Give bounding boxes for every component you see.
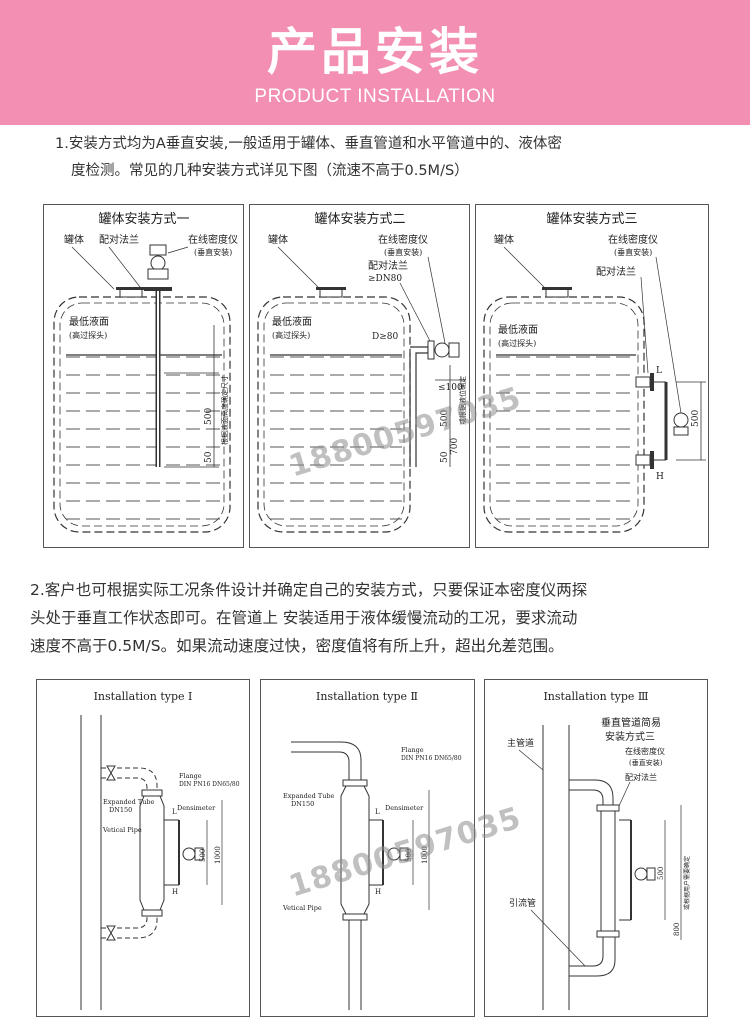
pipe2-label-expanded: Expanded Tube xyxy=(283,792,335,800)
tank3-label-meter: 在线密度仪 xyxy=(608,233,658,246)
intro-paragraph: 1.安装方式均为A垂直安装,一般适用于罐体、垂直管道和水平管道中的、液体密 度检… xyxy=(55,131,705,185)
pipe1-title: Installation type Ⅰ xyxy=(94,690,193,703)
page-subtitle: PRODUCT INSTALLATION xyxy=(254,86,496,107)
tank1-dim-500: 500 xyxy=(204,408,214,425)
pipe2-mark-h: H xyxy=(375,888,381,896)
tank2-label-d: D≥80 xyxy=(372,332,398,342)
pipe3-label-meter-note: (垂直安装) xyxy=(629,758,663,767)
tank2-dim-500: 500 xyxy=(440,410,450,427)
tank3-label-flange: 配对法兰 xyxy=(596,265,636,278)
pipe2-title: Installation type Ⅱ xyxy=(316,690,418,703)
tank2-label-meter: 在线密度仪 xyxy=(378,233,428,246)
pipe2-label-densimeter: Densimeter xyxy=(385,804,424,812)
pipe2-label-flange-std: DIN PN16 DN65/80 xyxy=(401,755,462,762)
pipe-diagram-2: Installation type Ⅱ 500 1000 L H Flange … xyxy=(260,679,475,1017)
tank3-label-tank: 罐体 xyxy=(494,233,514,246)
tank3-mark-h: H xyxy=(656,472,664,482)
pipe2-label-flange: Flange xyxy=(401,746,424,754)
tank3-label-level-note: (高过探头) xyxy=(498,338,536,348)
tank2-label-level-note: (高过探头) xyxy=(272,330,310,340)
pipe3-label-meter: 在线密度仪 xyxy=(625,746,665,756)
pipe1-label-densimeter: Densimeter xyxy=(177,804,216,812)
tank-diagram-2: 罐体安装方式二 ≤100 500 700 50 或根据液位确定 罐体 在线密度仪… xyxy=(249,204,470,548)
tank1-title: 罐体安装方式一 xyxy=(98,211,189,227)
tank2-label-level: 最低液面 xyxy=(272,315,312,328)
pipe3-dim-500: 500 xyxy=(657,867,665,880)
intro-line-1: 1.安装方式均为A垂直安装,一般适用于罐体、垂直管道和水平管道中的、液体密 xyxy=(55,136,562,152)
tank1-side-note: 根据液面高度确定尺寸 xyxy=(220,375,229,445)
tank3-title: 罐体安装方式三 xyxy=(546,211,637,227)
pipe3-subtitle-2: 安装方式三 xyxy=(605,730,655,743)
tank1-dim-50: 50 xyxy=(204,451,214,463)
pipe2-mark-l: L xyxy=(375,808,380,816)
pipe1-dim-500: 500 xyxy=(199,849,207,862)
tank2-dim-100: ≤100 xyxy=(438,383,463,393)
tank2-label-dn: ≥DN80 xyxy=(368,274,402,284)
tank2-label-flange: 配对法兰 xyxy=(368,259,408,272)
pipe1-label-vertical: Vetical Pipe xyxy=(102,826,142,834)
tank3-dim-500: 500 xyxy=(691,410,701,427)
note-line-2: 头处于垂直工作状态即可。在管道上 安装适用于液体缓慢流动的工况，要求流动 xyxy=(30,609,578,627)
tank2-dim-50: 50 xyxy=(440,451,450,463)
note-paragraph: 2.客户也可根据实际工况条件设计并确定自己的安装方式，只要保证本密度仪两探 头处… xyxy=(30,576,725,660)
tank2-label-meter-note: (垂直安装) xyxy=(384,247,422,257)
pipe1-label-flange: Flange xyxy=(179,772,202,780)
pipe3-dim-800: 800 xyxy=(673,923,681,936)
tank1-label-flange: 配对法兰 xyxy=(99,233,139,246)
pipe2-dim-1000: 1000 xyxy=(421,846,429,864)
pipe3-label-bypass: 引流管 xyxy=(509,897,536,909)
tank-diagram-1: 罐体安装方式一 500 50 根据液面高度确定尺寸 罐体 配对法兰 xyxy=(43,204,244,548)
tank2-dim-700: 700 xyxy=(450,438,460,455)
tank3-mark-l: L xyxy=(656,366,662,376)
intro-line-2: 度检测。常见的几种安装方式详见下图（流速不高于0.5M/S） xyxy=(71,163,469,179)
note-line-3: 速度不高于0.5M/S。如果流动速度过快，密度值将有所上升，超出允差范围。 xyxy=(30,637,564,655)
page-title: 产品安装 xyxy=(267,23,483,81)
tank1-label-meter: 在线密度仪 xyxy=(188,233,238,246)
tank1-label-tank: 罐体 xyxy=(64,233,84,246)
pipe1-label-expanded: Expanded Tube xyxy=(103,798,155,806)
tank3-label-meter-note: (垂直安装) xyxy=(614,247,652,257)
pipe3-title: Installation type Ⅲ xyxy=(543,690,648,703)
pipe1-mark-h: H xyxy=(172,888,178,896)
pipe1-mark-l: L xyxy=(172,808,177,816)
tank2-label-tank: 罐体 xyxy=(268,233,288,246)
tank1-label-meter-note: (垂直安装) xyxy=(194,247,232,257)
tank1-label-level-note: (高过探头) xyxy=(69,330,107,340)
tank2-title: 罐体安装方式二 xyxy=(314,211,405,227)
header-banner: 产品安装 PRODUCT INSTALLATION xyxy=(0,0,750,125)
pipe1-label-expanded-dn: DN150 xyxy=(109,806,132,814)
pipe3-side-note: 或根据用户需要确定 xyxy=(683,856,691,910)
pipe1-dim-1000: 1000 xyxy=(214,846,222,864)
pipe2-label-vertical: Vetical Pipe xyxy=(282,904,322,912)
pipe3-label-flange: 配对法兰 xyxy=(625,772,657,782)
pipe1-label-flange-std: DIN PN16 DN65/80 xyxy=(179,781,240,788)
tank-diagram-3: 罐体安装方式三 500 L H 罐体 在线密度仪 (垂直安装) xyxy=(475,204,709,548)
tank2-side-note: 或根据液位确定 xyxy=(458,376,467,425)
pipe-diagram-3: Installation type Ⅲ 500 800 或根据用户需要确定 主管… xyxy=(484,679,708,1017)
pipe-diagram-1: Installation type Ⅰ 500 1000 L H Flange … xyxy=(36,679,250,1017)
note-line-1: 2.客户也可根据实际工况条件设计并确定自己的安装方式，只要保证本密度仪两探 xyxy=(30,581,588,599)
tank1-label-level: 最低液面 xyxy=(69,315,109,328)
pipe2-dim-500: 500 xyxy=(405,849,413,862)
pipe2-label-expanded-dn: DN150 xyxy=(291,800,314,808)
pipe3-label-main-pipe: 主管道 xyxy=(507,737,534,749)
tank3-label-level: 最低液面 xyxy=(498,323,538,336)
pipe3-subtitle-1: 垂直管道简易 xyxy=(601,716,661,729)
